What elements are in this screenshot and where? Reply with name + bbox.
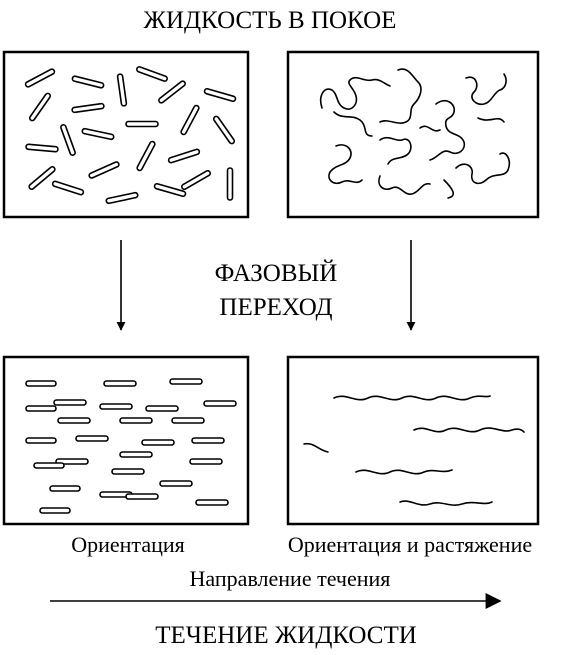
label-flow-direction: Направление течения [190,566,391,591]
panel-coils-at-rest [286,50,540,219]
panel-rods-at-rest [2,50,250,219]
label-orientation: Ориентация [71,532,185,557]
panel-chains-stretched [286,355,540,526]
title-bottom: ТЕЧЕНИЕ ЖИДКОСТИ [155,622,417,649]
oriented-rods [25,378,237,514]
phase-transition-line2: ПЕРЕХОД [219,294,332,321]
phase-transition-line1: ФАЗОВЫЙ [215,259,338,287]
stretched-chains [303,395,525,506]
label-orientation-stretching: Ориентация и растяжение [288,532,532,557]
title-top: ЖИДКОСТЬ В ПОКОЕ [144,7,397,34]
random-rods [24,66,237,205]
random-coils [319,68,511,199]
